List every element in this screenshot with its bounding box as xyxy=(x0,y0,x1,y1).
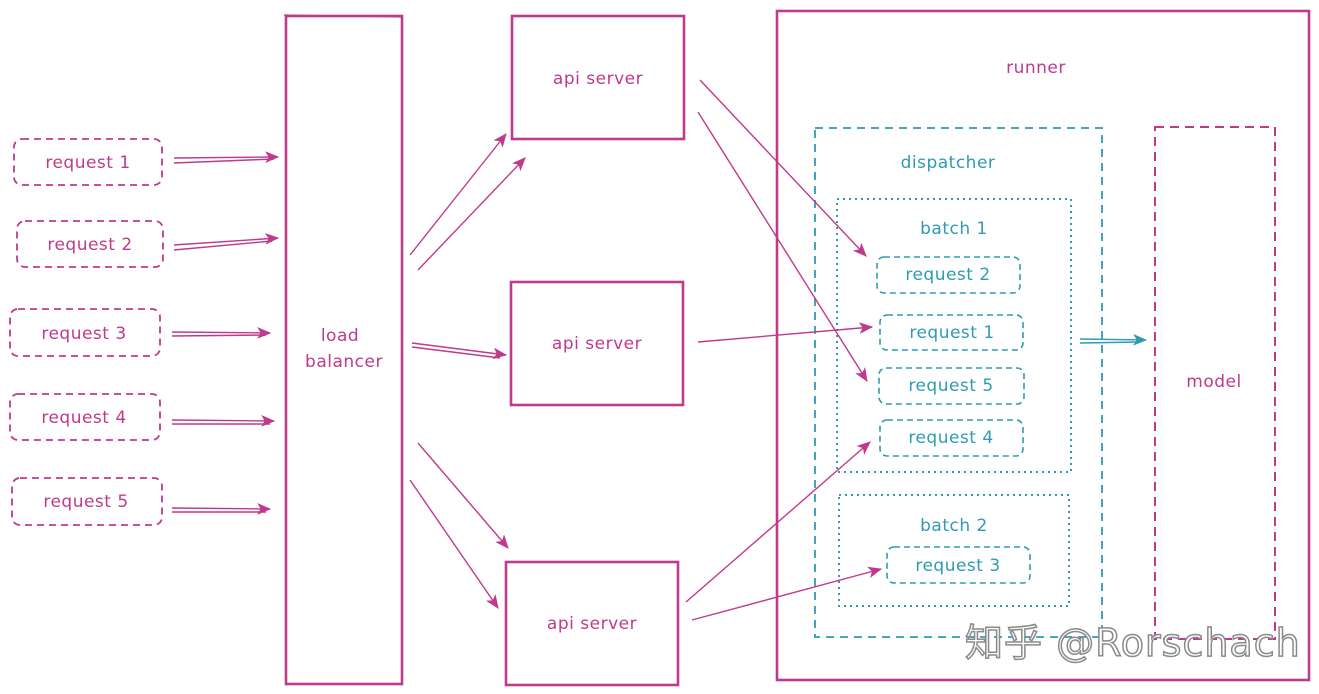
api-server-1-label: api server xyxy=(553,69,643,89)
arrow-request-1 xyxy=(173,151,280,163)
left-request-3: request 3 xyxy=(9,308,161,357)
batch-1-request-4: request 4 xyxy=(879,419,1024,457)
arrow-lb-api-3a xyxy=(417,442,509,549)
model-label: model xyxy=(1186,372,1241,392)
watermark: 知乎 @Rorschach xyxy=(964,620,1301,666)
dispatcher: dispatcher xyxy=(814,127,1103,638)
left-request-4: request 4 xyxy=(9,393,161,441)
arrow-api3-request3 xyxy=(691,566,883,621)
batch-1-request-5: request 5 xyxy=(878,367,1025,405)
dispatcher-label: dispatcher xyxy=(901,153,996,173)
request-arrows xyxy=(171,151,280,515)
arrow-api1-request2 xyxy=(699,79,867,257)
batch-1-request-1: request 1 xyxy=(879,314,1024,351)
batch-1: batch 1 xyxy=(836,198,1072,473)
api-to-batch-arrows xyxy=(685,79,883,621)
api-server-3: api server xyxy=(504,560,680,687)
batch-1-request-4-label: request 4 xyxy=(908,428,993,448)
left-request-2: request 2 xyxy=(16,220,164,268)
arrow-lb-api-1b xyxy=(417,157,526,271)
batch-2-label: batch 2 xyxy=(920,516,988,536)
left-request-1: request 1 xyxy=(13,138,163,186)
api-server-2: api server xyxy=(509,280,685,407)
lb-to-api-arrows xyxy=(409,133,526,609)
left-request-5-label: request 5 xyxy=(43,492,128,512)
load-balancer: load balancer xyxy=(283,14,404,686)
batch-1-request-2-label: request 2 xyxy=(905,265,990,285)
arrow-request-5 xyxy=(171,503,272,515)
arrow-request-4 xyxy=(171,415,276,427)
batch-2-request-3-label: request 3 xyxy=(915,556,1000,576)
api-server-1: api server xyxy=(510,14,686,141)
runner-label: runner xyxy=(1006,58,1066,78)
arrow-api1-request5 xyxy=(697,111,868,382)
load-balancer-label-line1: load xyxy=(321,326,359,346)
arrow-lb-api-1a xyxy=(409,133,507,256)
batch-1-label: batch 1 xyxy=(920,219,988,239)
batch-1-request-1-label: request 1 xyxy=(909,323,994,343)
left-request-4-label: request 4 xyxy=(41,408,126,428)
api-server-2-label: api server xyxy=(552,334,642,354)
model: model xyxy=(1154,126,1276,640)
batch-2-request-3: request 3 xyxy=(886,546,1031,584)
batch-1-request-2: request 2 xyxy=(876,256,1021,294)
api-server-3-label: api server xyxy=(547,614,637,634)
arrow-lb-api-2 xyxy=(411,342,508,360)
load-balancer-label-line2: balancer xyxy=(305,352,383,372)
arrow-request-2 xyxy=(173,233,280,246)
left-request-1-label: request 1 xyxy=(45,153,130,173)
left-request-3-label: request 3 xyxy=(41,324,126,344)
left-request-2-label: request 2 xyxy=(47,235,132,255)
left-request-5: request 5 xyxy=(11,477,163,526)
arrow-request-3 xyxy=(171,327,272,339)
arrow-api3-request4 xyxy=(685,441,871,603)
batch-2: batch 2 xyxy=(838,494,1070,607)
arrow-lb-api-3b xyxy=(409,479,499,609)
batch-1-request-5-label: request 5 xyxy=(908,376,993,396)
runner: runner xyxy=(775,9,1311,682)
dispatcher-to-model-arrow xyxy=(1079,333,1148,346)
arrow-api2-request1 xyxy=(697,322,874,343)
